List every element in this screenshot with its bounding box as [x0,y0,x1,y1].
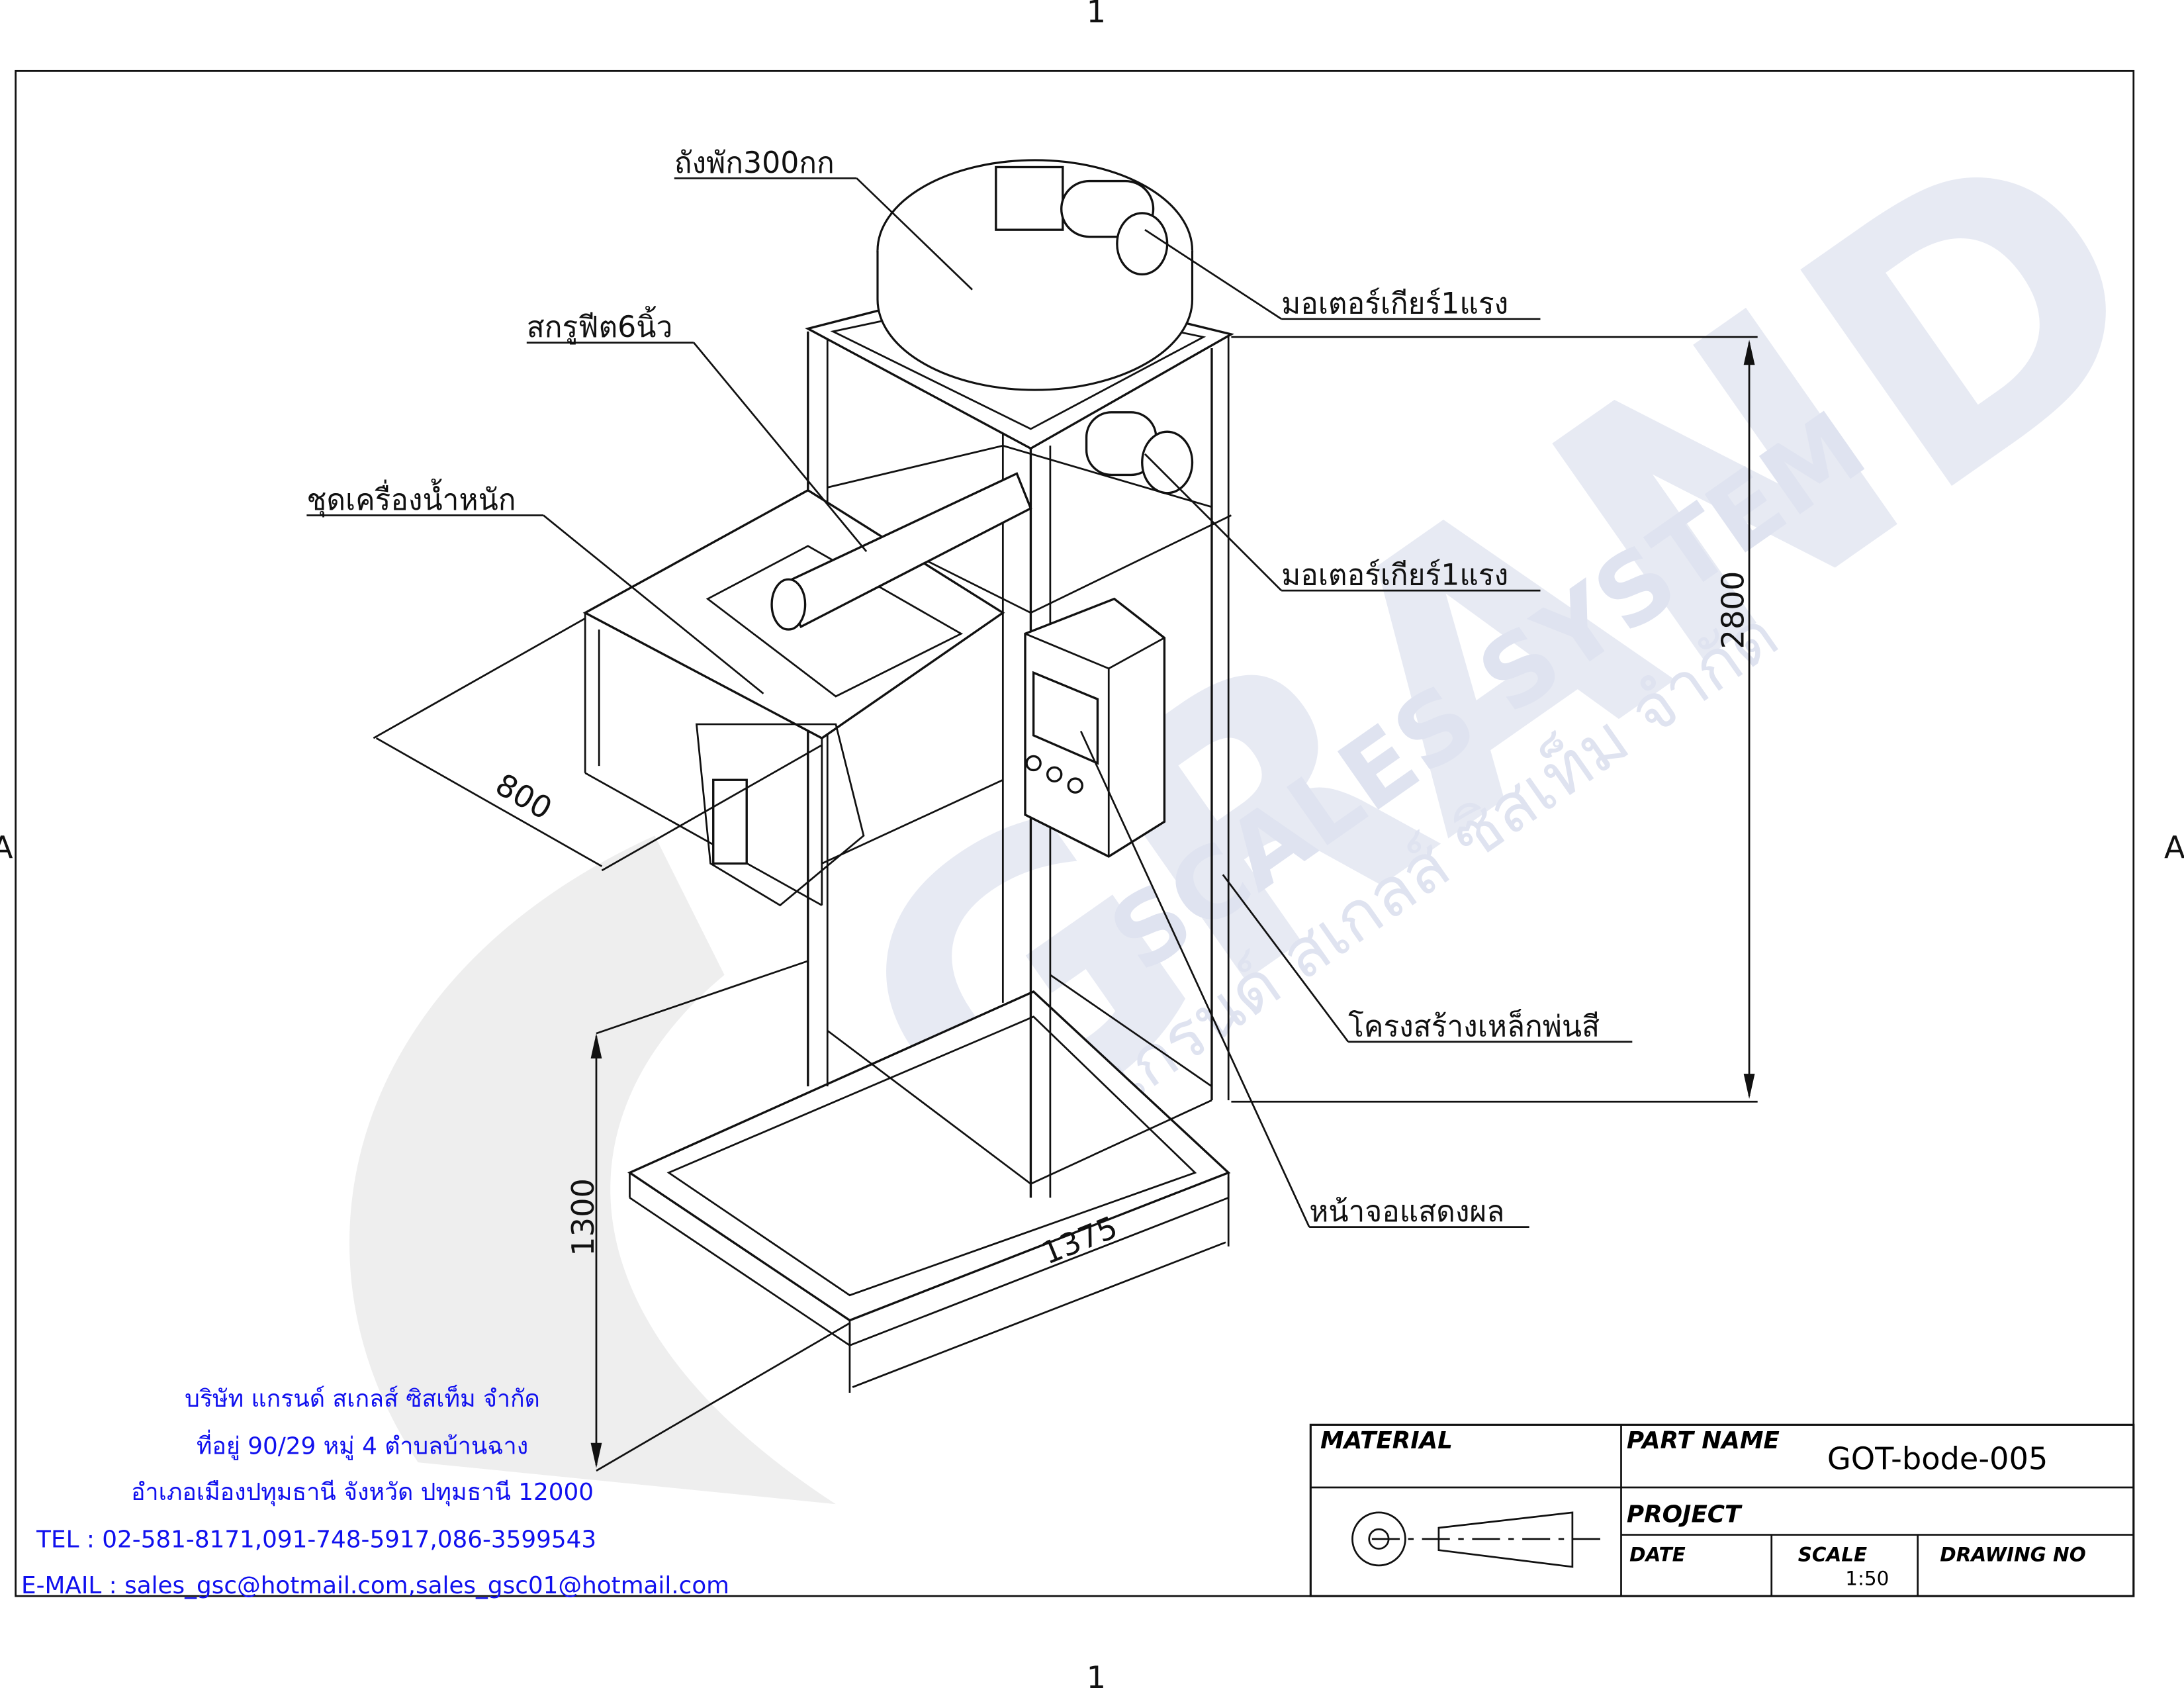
date-label: DATE [1629,1544,1686,1566]
watermark: GRAND SCALES SYSTEM แกรนด์ สเกลส์ ซิสเท็… [349,58,2184,1505]
callout-hopper: ถังพัก300กก [674,146,835,180]
callout-display-screen: หน้าจอแสดงผล [1309,1195,1504,1229]
company-email: E-MAIL : sales_gsc@hotmail.com,sales_gsc… [21,1572,729,1599]
callout-gear-motor-top: มอเตอร์เกียร์1แรง [1281,287,1508,320]
zone-mark-left: A [0,829,13,865]
dim-height-total: 2800 [1715,571,1751,649]
zone-mark-right: A [2164,829,2184,865]
dim-depth: 800 [490,767,558,827]
third-angle-projection-icon [1351,1511,1609,1568]
company-tel: TEL : 02-581-8171,091-748-5917,086-35995… [36,1526,596,1554]
machine-isometric [582,159,1234,1346]
callout-weighing-unit: ชุดเครื่องน้ำหนัก [306,479,516,518]
part-name-value: GOT-bode-005 [1827,1441,2048,1477]
sheet-border [15,70,2135,1597]
company-address-1: ที่อยู่ 90/29 หมู่ 4 ตำบลบ้านฉาง [197,1430,528,1460]
zone-mark-bottom: 1 [1087,1660,1106,1688]
watermark-swoosh [349,835,836,1505]
part-name-label: PART NAME [1627,1427,1780,1454]
drawing-no-label: DRAWING NO [1940,1544,2085,1566]
company-name: บริษัท แกรนด์ สเกลส์ ซิสเท็ม จำกัด [185,1383,540,1413]
material-label: MATERIAL [1320,1427,1453,1454]
gear-motor-top [995,165,1064,231]
scale-value: 1:50 [1845,1567,1889,1589]
callouts: ถังพัก300กก สกรูฟีต6นิ้ว ชุดเครื่องน้ำหน… [306,146,1633,1229]
callout-gear-motor-mid: มอเตอร์เกียร์1แรง [1281,559,1508,592]
callout-painted-frame: โครงสร้างเหล็กพ่นสี [1348,1008,1600,1043]
scale-label: SCALE [1798,1544,1867,1566]
project-label: PROJECT [1627,1501,1743,1528]
dim-table-height: 1300 [565,1178,601,1256]
company-address-2: อำเภอเมืองปทุมธานี จังหวัด ปทุมธานี 1200… [131,1479,594,1506]
callout-screw-feeder: สกรูฟีต6นิ้ว [527,306,673,345]
display-screen [1032,671,1099,765]
zone-mark-top: 1 [1087,0,1106,30]
company-info: บริษัท แกรนด์ สเกลส์ ซิสเท็ม จำกัด ที่อย… [21,1383,729,1599]
weigh-hopper [695,723,865,907]
title-block: MATERIAL PART NAME GOT-bode-005 PROJECT … [1309,1423,2135,1597]
